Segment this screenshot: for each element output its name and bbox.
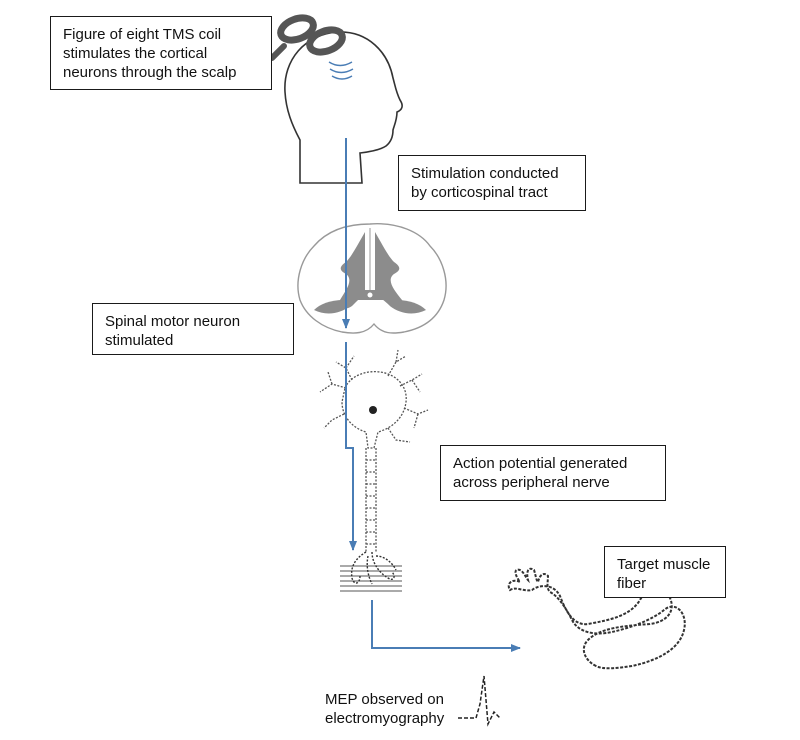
- target-muscle-label-box: Target muscle fiber: [604, 546, 726, 598]
- conduction-pathway-arrow: [342, 138, 521, 652]
- action-potential-label-line-2: across peripheral nerve: [453, 474, 610, 491]
- corticospinal-label-line-2: by corticospinal tract: [411, 184, 548, 201]
- neuromuscular-junction-icon: [340, 551, 402, 592]
- spinal-motor-label-box: Spinal motor neuron stimulated: [92, 303, 294, 355]
- tms-coil-label-box: Figure of eight TMS coil stimulates the …: [50, 16, 272, 90]
- arm-icon: [507, 567, 686, 670]
- tms-coil-label-line-3: neurons through the scalp: [63, 64, 237, 81]
- motor-neuron-icon: [319, 349, 429, 552]
- action-potential-label-box: Action potential generated across periph…: [440, 445, 666, 501]
- spinal-motor-label-line-1: Spinal motor neuron: [105, 313, 241, 330]
- mep-label-line-1: MEP observed on: [325, 691, 444, 708]
- stimulation-waves-icon: [328, 61, 354, 80]
- mep-label: MEP observed on electromyography: [325, 690, 444, 728]
- spinal-cord-icon: [297, 223, 447, 334]
- corticospinal-label-line-1: Stimulation conducted: [411, 165, 559, 182]
- neuron-nucleus: [369, 406, 377, 414]
- tms-coil-label-line-2: stimulates the cortical: [63, 45, 208, 62]
- tms-coil-icon: [269, 14, 346, 61]
- action-potential-label-line-1: Action potential generated: [453, 455, 628, 472]
- head-silhouette-icon: [284, 31, 403, 184]
- tms-coil-label-line-1: Figure of eight TMS coil: [63, 26, 222, 43]
- target-muscle-label-line-2: fiber: [617, 575, 647, 592]
- corticospinal-label-box: Stimulation conducted by corticospinal t…: [398, 155, 586, 211]
- spinal-motor-label-line-2: stimulated: [105, 332, 174, 349]
- target-muscle-label-line-1: Target muscle: [617, 556, 711, 573]
- emg-trace-icon: [458, 675, 501, 727]
- mep-label-line-2: electromyography: [325, 710, 445, 727]
